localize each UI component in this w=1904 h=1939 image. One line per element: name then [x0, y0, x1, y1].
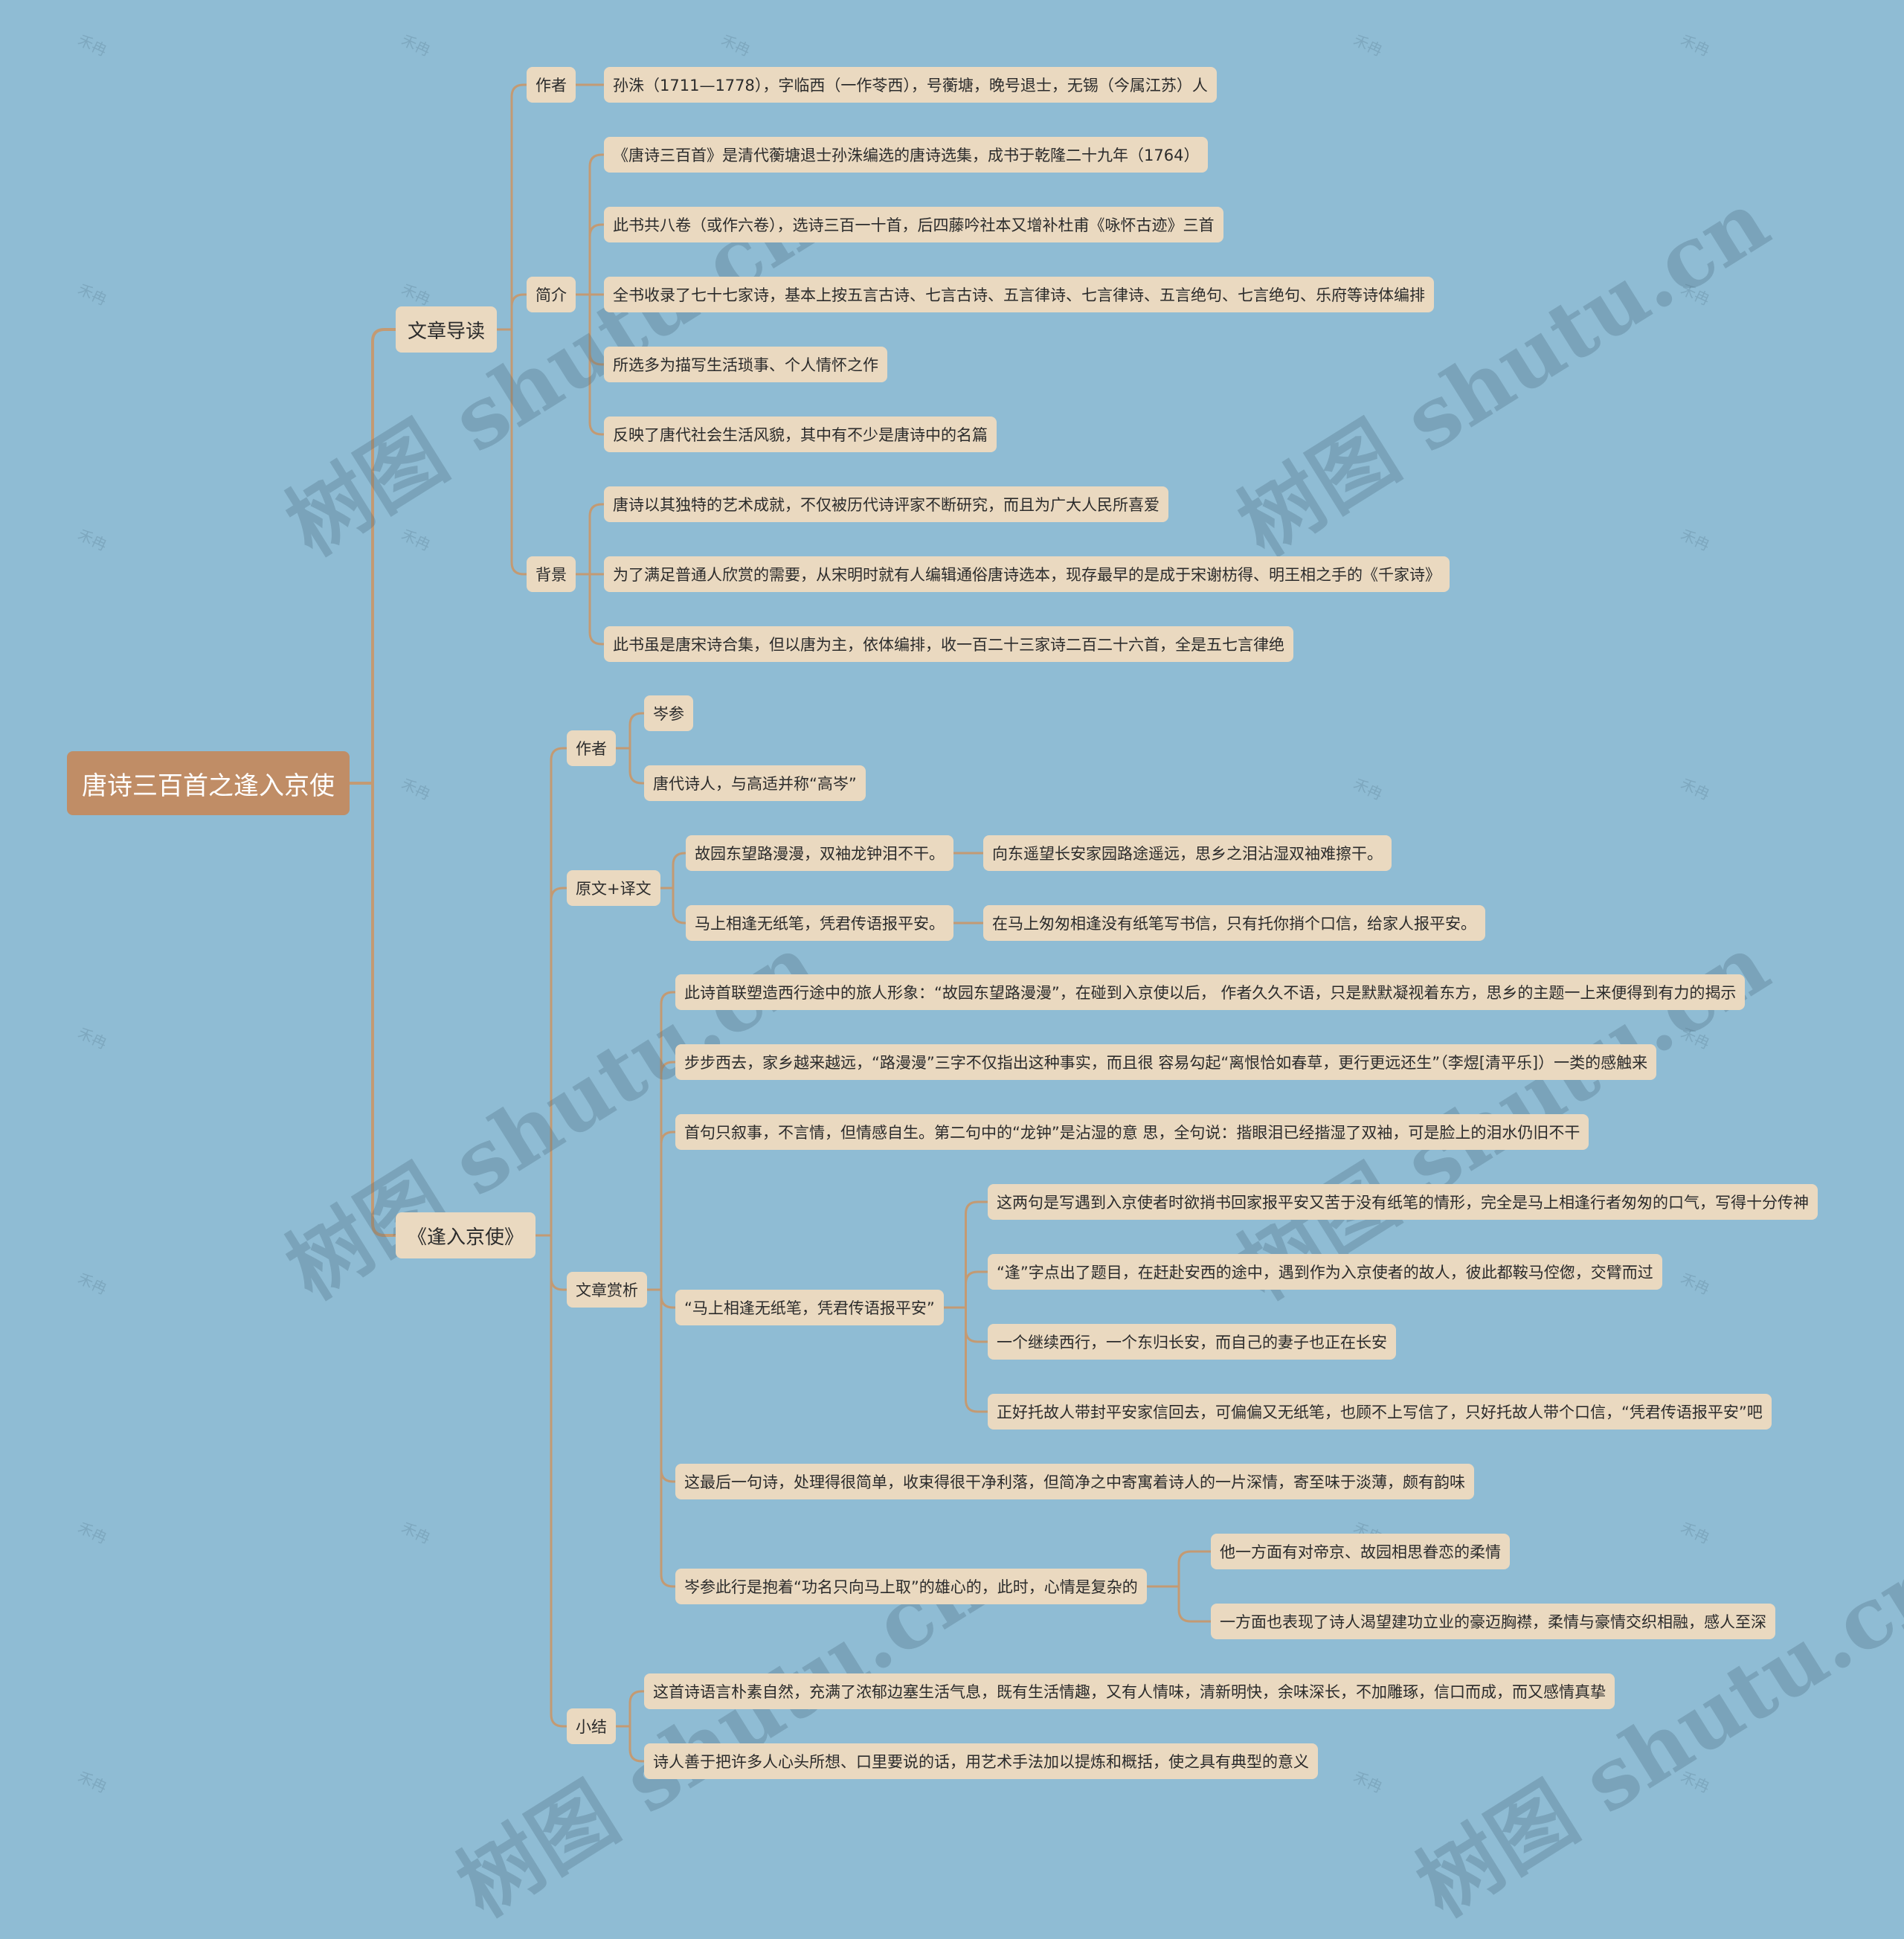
connector-line [616, 747, 644, 785]
leaf-intro-item[interactable]: 此书共八卷（或作六卷），选诗三百一十首，后四藤吟社本又增补杜甫《咏怀古迹》三首 [604, 207, 1223, 242]
connector-line [660, 852, 686, 890]
connector-line [616, 712, 644, 750]
leaf-author-info[interactable]: 孙洙（1711—1778），字临西（一作苓西），号蘅塘，晚号退士，无锡（今属江苏… [604, 67, 1217, 103]
connector-line [616, 1725, 644, 1763]
connector-line [647, 1288, 675, 1588]
connector-line [647, 1061, 675, 1291]
connector-line [944, 1200, 988, 1309]
leaf-quote-item[interactable]: 一个继续西行，一个东归长安，而自己的妻子也正在长安 [988, 1324, 1396, 1360]
connector-line [350, 782, 396, 1237]
connector-line [576, 503, 604, 576]
root-node[interactable]: 唐诗三百首之逢入京使 [67, 751, 350, 815]
topic-author[interactable]: 作者 [527, 67, 576, 103]
connector-line [497, 293, 527, 331]
connector-line [536, 887, 567, 1237]
connector-line [616, 1690, 644, 1728]
connector-line [944, 1270, 988, 1309]
connector-line [576, 153, 604, 296]
connector-line [660, 887, 686, 925]
branch-article-guide[interactable]: 文章导读 [396, 306, 498, 353]
leaf-original-line[interactable]: 故园东望路漫漫，双袖龙钟泪不干。 [686, 835, 953, 871]
connector-line [647, 991, 675, 1291]
connector-line [1147, 1585, 1211, 1623]
mind-map-canvas: 树图 shutu.cn 树图 shutu.cn 树图 shutu.cn 树图 s… [67, 31, 1904, 1935]
branch-poem[interactable]: 《逢入京使》 [396, 1212, 536, 1258]
connector-line [647, 1131, 675, 1291]
leaf-poet-name[interactable]: 岑参 [644, 695, 693, 731]
topic-summary[interactable]: 小结 [567, 1708, 616, 1744]
topic-intro[interactable]: 简介 [527, 277, 576, 312]
leaf-summary-item[interactable]: 诗人善于把许多人心头所想、口里要说的话，用艺术手法加以提炼和概括，使之具有典型的… [644, 1743, 1318, 1779]
leaf-analysis-item[interactable]: 这最后一句诗，处理得很简单，收束得很干净利落，但简净之中寄寓着诗人的一片深情，寄… [675, 1464, 1474, 1499]
leaf-background-item[interactable]: 唐诗以其独特的艺术成就，不仅被历代诗评家不断研究，而且为广大人民所喜爱 [604, 486, 1168, 522]
leaf-analysis-item[interactable]: 首句只叙事，不言情，但情感自生。第二句中的“龙钟”是沾湿的意 思，全句说：揩眼泪… [675, 1114, 1589, 1150]
topic-quote[interactable]: “马上相逢无纸笔，凭君传语报平安” [675, 1290, 944, 1325]
connector-line [576, 293, 604, 436]
topic-original-translation[interactable]: 原文+译文 [567, 870, 660, 906]
leaf-background-item[interactable]: 为了满足普通人欣赏的需要，从宋明时就有人编辑通俗唐诗选本，现存最早的是成于宋谢枋… [604, 556, 1450, 592]
topic-background[interactable]: 背景 [527, 556, 576, 592]
leaf-analysis-item[interactable]: 此诗首联塑造西行途中的旅人形象：“故园东望路漫漫”，在碰到入京使以后， 作者久久… [675, 974, 1746, 1010]
topic-mood[interactable]: 岑参此行是抱着“功名只向马上取”的雄心的，此时，心情是复杂的 [675, 1569, 1147, 1604]
connector-line [536, 1234, 567, 1728]
connector-line [944, 1306, 988, 1413]
leaf-mood-item[interactable]: 他一方面有对帝京、故园相思眷恋的柔情 [1211, 1534, 1510, 1569]
leaf-analysis-item[interactable]: 步步西去，家乡越来越远，“路漫漫”三字不仅指出这种事实，而且很 容易勾起“离恨恰… [675, 1044, 1657, 1080]
leaf-quote-item[interactable]: 这两句是写遇到入京使者时欲捎书回家报平安又苦于没有纸笔的情形，完全是马上相逢行者… [988, 1184, 1818, 1220]
connector-line [536, 747, 567, 1237]
leaf-translation-line[interactable]: 向东遥望长安家园路途遥远，思乡之泪沾湿双袖难擦干。 [983, 835, 1392, 871]
leaf-mood-item[interactable]: 一方面也表现了诗人渴望建功立业的豪迈胸襟，柔情与豪情交织相融，感人至深 [1211, 1604, 1775, 1639]
connector-line [576, 573, 604, 646]
connector-lines [350, 83, 1211, 1763]
leaf-poet-info[interactable]: 唐代诗人，与高适并称“高岑” [644, 765, 866, 801]
leaf-translation-line[interactable]: 在马上匆匆相逢没有纸笔写书信，只有托你捎个口信，给家人报平安。 [983, 905, 1485, 941]
topic-appreciation[interactable]: 文章赏析 [567, 1272, 647, 1308]
leaf-intro-item[interactable]: 所选多为描写生活琐事、个人情怀之作 [604, 347, 887, 382]
leaf-intro-item[interactable]: 《唐诗三百首》是清代蘅塘退士孙洙编选的唐诗选集，成书于乾隆二十九年（1764） [604, 137, 1209, 173]
connector-line [497, 83, 527, 331]
connector-line [350, 328, 396, 785]
connector-line [576, 223, 604, 296]
leaf-summary-item[interactable]: 这首诗语言朴素自然，充满了浓郁边塞生活气息，既有生活情趣，又有人情味，清新明快，… [644, 1673, 1615, 1709]
leaf-background-item[interactable]: 此书虽是唐宋诗合集，但以唐为主，依体编排，收一百二十三家诗二百二十六首，全是五七… [604, 626, 1293, 662]
leaf-quote-item[interactable]: 正好托故人带封平安家信回去，可偏偏又无纸笔，也顾不上写信了，只好托故人带个口信，… [988, 1394, 1772, 1430]
leaf-intro-item[interactable]: 全书收录了七十七家诗，基本上按五言古诗、七言古诗、五言律诗、七言律诗、五言绝句、… [604, 277, 1434, 312]
leaf-intro-item[interactable]: 反映了唐代社会生活风貌，其中有不少是唐诗中的名篇 [604, 417, 997, 452]
leaf-original-line[interactable]: 马上相逢无纸笔，凭君传语报平安。 [686, 905, 953, 941]
topic-poem-author[interactable]: 作者 [567, 730, 616, 766]
connector-line [1147, 1550, 1211, 1588]
leaf-quote-item[interactable]: “逢”字点出了题目，在赶赴安西的途中，遇到作为入京使者的故人，彼此都鞍马倥偬，交… [988, 1254, 1662, 1290]
connector-line [497, 328, 527, 576]
